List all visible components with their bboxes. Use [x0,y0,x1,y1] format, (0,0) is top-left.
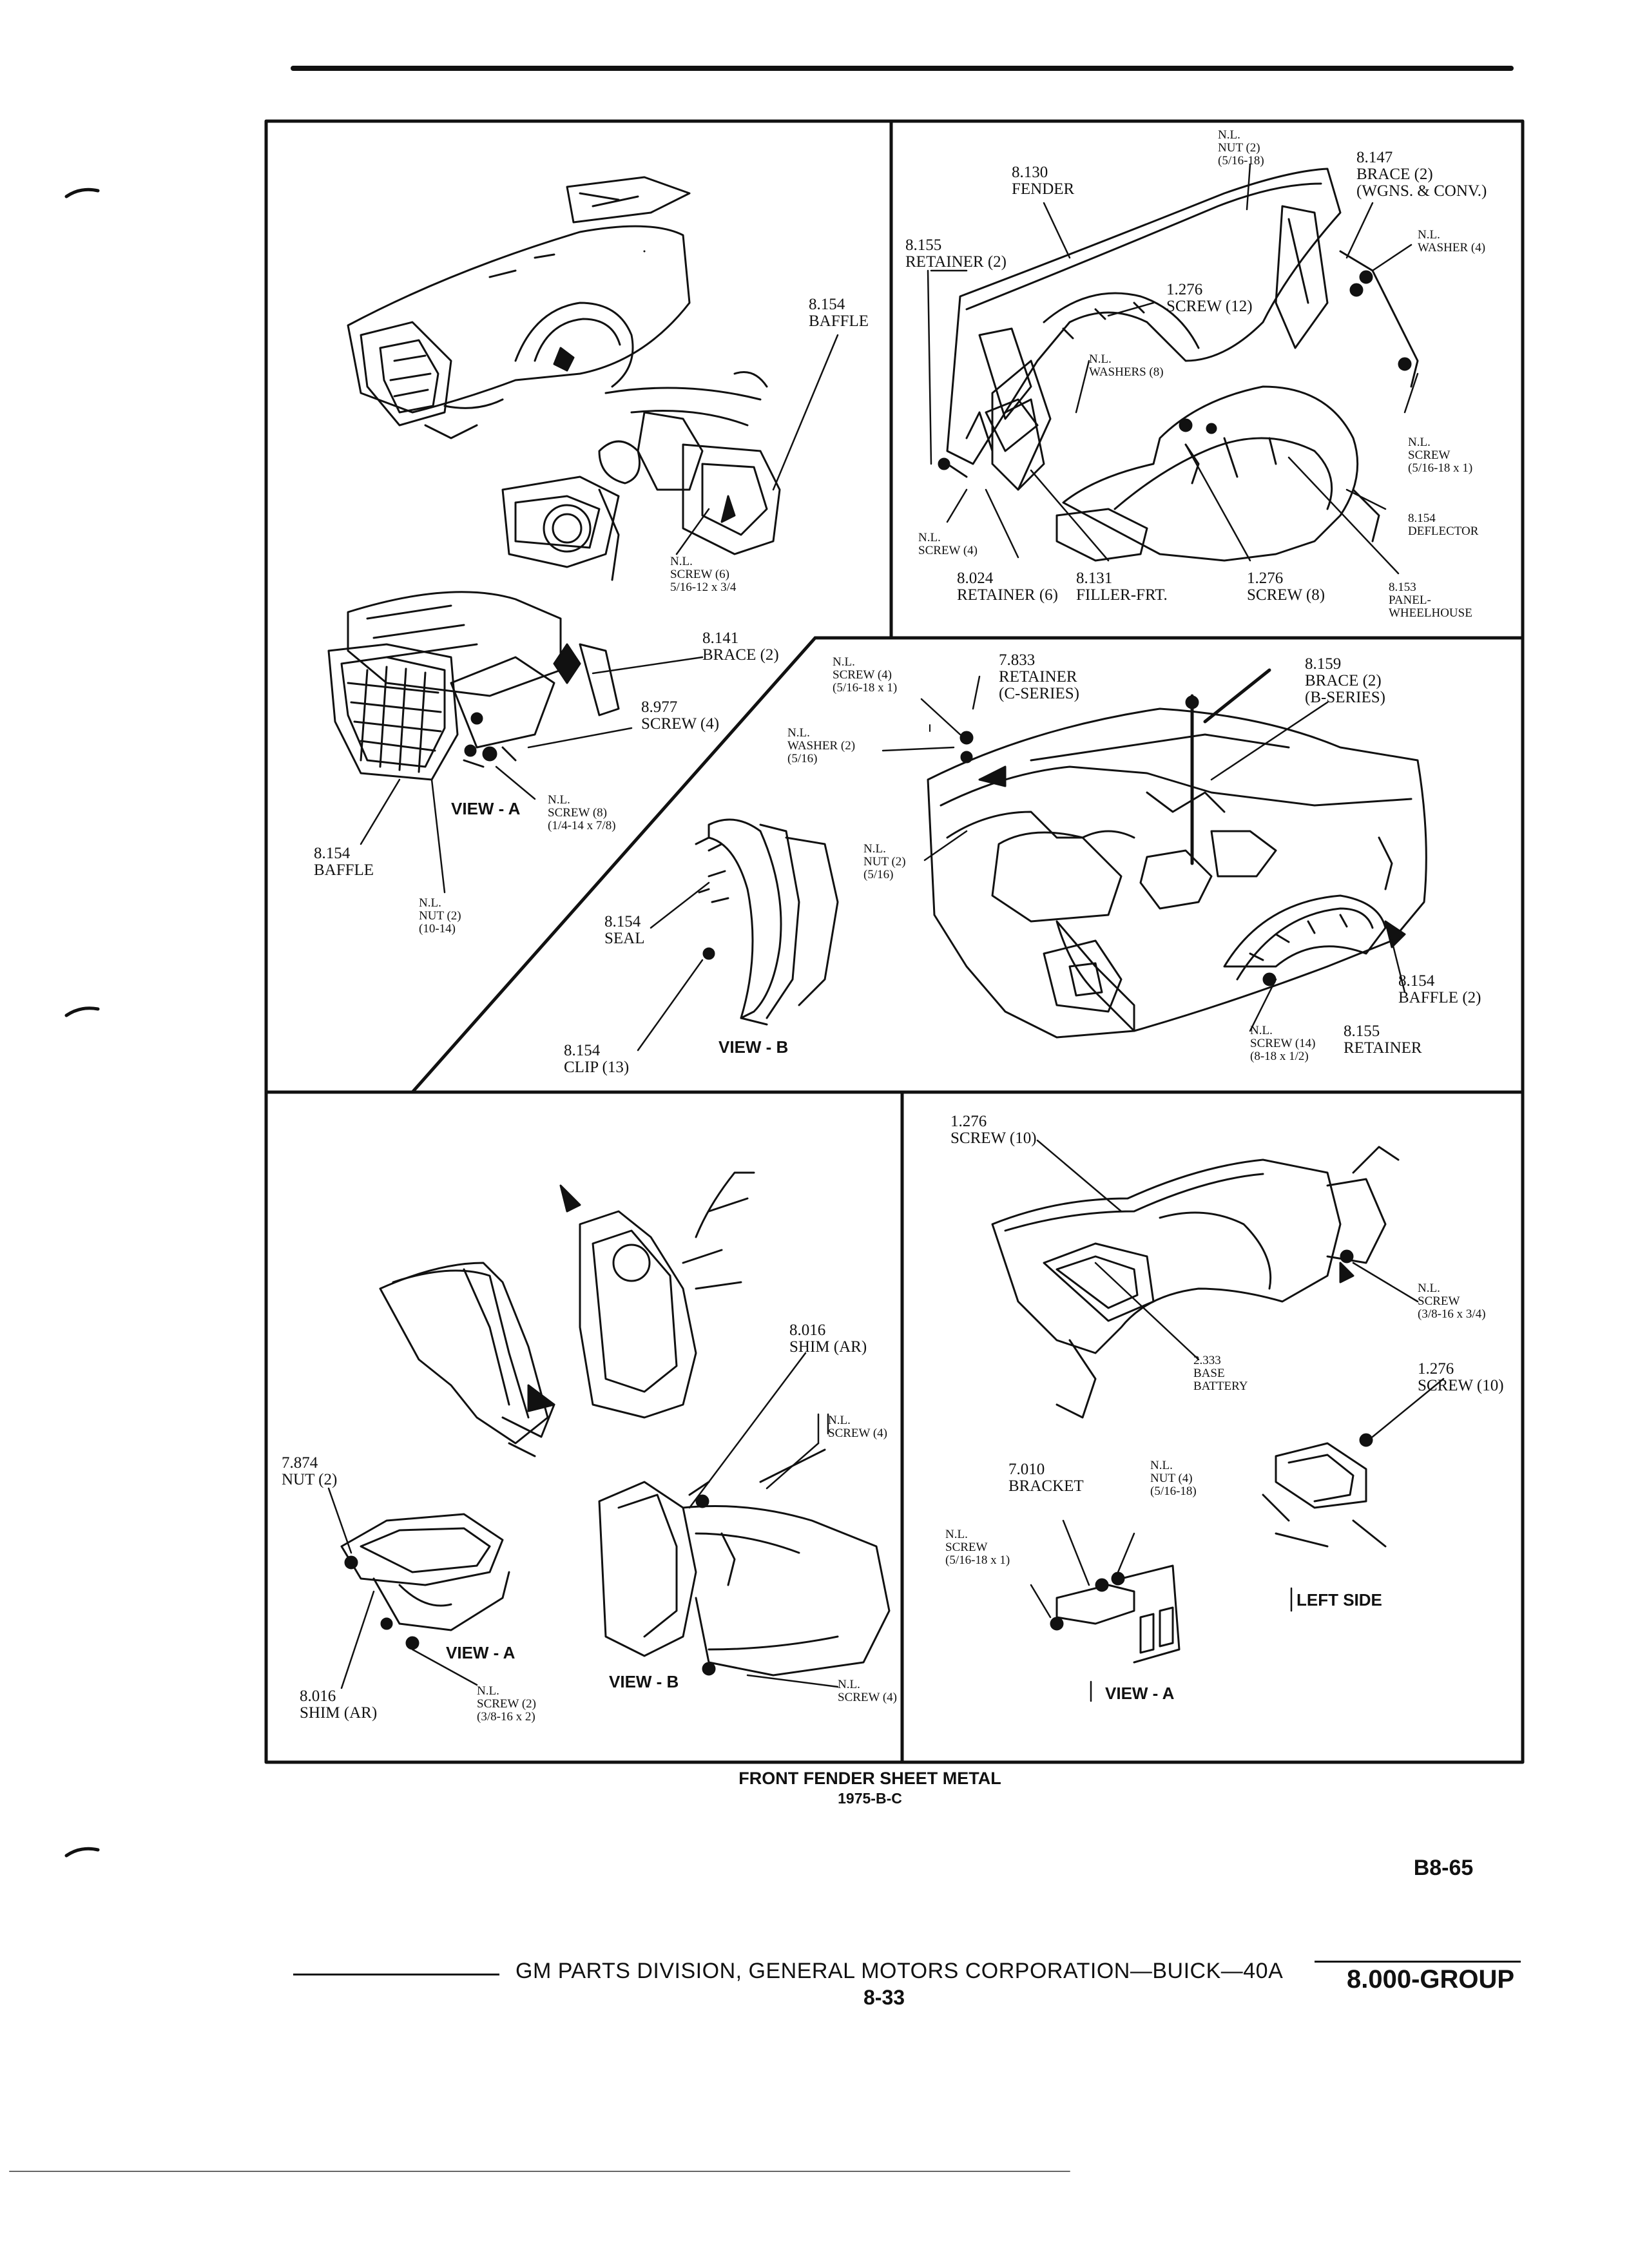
label-view-a-p1: VIEW - A [451,799,521,818]
panel5-leaders [827,1139,1445,1702]
panel1-leaders [360,334,839,894]
label-view-a-p5: VIEW - A [1105,1684,1175,1703]
label-view-b-p3: VIEW - B [718,1037,789,1057]
label-clip-13: 8.154 CLIP (13) [564,1042,630,1076]
label-nut-874: 7.874 NUT (2) [282,1454,338,1488]
label-screw-4-p3: N.L. SCREW (4) (5/16-18 x 1) [833,655,898,695]
label-retainer-024: 8.024 RETAINER (6) [957,570,1058,604]
label-retainer-833: 7.833 RETAINER (C-SERIES) [999,651,1079,702]
label-nut-2-p3: N.L. NUT (2) (5/16) [863,842,906,881]
label-brace-147: 8.147 BRACE (2) (WGNS. & CONV.) [1356,149,1487,200]
label-left-side: LEFT SIDE [1296,1590,1382,1610]
label-screw-5-16-18: N.L. SCREW (5/16-18 x 1) [1408,436,1473,475]
panel3-drawing [695,668,1427,1039]
label-shim-top: 8.016 SHIM (AR) [789,1321,867,1356]
footer-page-number: 8-33 [863,1986,905,2009]
label-shim-bottom: 8.016 SHIM (AR) [300,1687,378,1722]
label-base-battery: 2.333 BASE BATTERY [1193,1354,1248,1393]
label-screw-977: 8.977 SCREW (4) [641,698,720,733]
label-view-a-p4: VIEW - A [446,1643,516,1662]
label-deflector: 8.154 DEFLECTOR [1408,512,1479,538]
panel2-drawing [938,168,1419,562]
label-washers-8: N.L. WASHERS (8) [1089,352,1164,379]
diagram-title: FRONT FENDER SHEET METAL [738,1769,1001,1788]
panel4-leaders [327,1352,839,1689]
label-fender: 8.130 FENDER [1012,164,1075,198]
label-washer-4: N.L. WASHER (4) [1418,228,1486,255]
label-screw-2: N.L. SCREW (2) (3/8-16 x 2) [477,1684,537,1724]
label-screw-4-p2: N.L. SCREW (4) [918,531,978,557]
label-screw-12: 1.276 SCREW (12) [1166,281,1253,315]
label-baffle-top: 8.154 BAFFLE [809,296,869,330]
label-screw-8-p2: 1.276 SCREW (8) [1247,570,1325,604]
label-filler-frt: 8.131 FILLER-FRT. [1076,570,1168,604]
label-view-b-p4: VIEW - B [609,1672,679,1691]
label-panel-wheelhouse: 8.153 PANEL- WHEELHOUSE [1389,581,1472,620]
panel-frames [264,119,1525,1764]
panel3-leaders [637,675,1406,1052]
label-nut-10-14: N.L. NUT (2) (10-14) [419,896,461,936]
panel2-leaders [927,163,1419,575]
label-screw-3-8-16: N.L. SCREW (3/8-16 x 3/4) [1418,1282,1486,1321]
label-washer-2: N.L. WASHER (2) (5/16) [787,726,856,765]
footer-rule-right [1315,1961,1521,1963]
label-screw-10-top: 1.276 SCREW (10) [950,1113,1037,1147]
label-screw-14: N.L. SCREW (14) (8-18 x 1/2) [1250,1024,1316,1063]
label-screw-6: N.L. SCREW (6) 5/16-12 x 3/4 [670,555,737,594]
label-retainer-155: 8.155 RETAINER (2) [905,236,1007,271]
label-nut-4: N.L. NUT (4) (5/16-18) [1150,1459,1197,1498]
label-screw-5-16-18-p5: N.L. SCREW (5/16-18 x 1) [945,1528,1010,1567]
panel5-drawing [991,1146,1400,1664]
footer-group: 8.000-GROUP [1347,1965,1515,1994]
label-brace-159: 8.159 BRACE (2) (B-SERIES) [1305,655,1385,706]
label-seal: 8.154 SEAL [604,913,645,947]
label-screw-4-p4-right: N.L. SCREW (4) [838,1678,898,1704]
binder-hole-marks [64,187,100,1858]
label-screw-10-right: 1.276 SCREW (10) [1418,1360,1504,1394]
page-code: B8-65 [1413,1856,1474,1880]
label-brace-141: 8.141 BRACE (2) [702,629,779,664]
label-screw-8: N.L. SCREW (8) (1/4-14 x 7/8) [548,793,616,832]
label-baffle-2: 8.154 BAFFLE (2) [1398,972,1481,1006]
footer-text: GM PARTS DIVISION, GENERAL MOTORS CORPOR… [516,1959,1284,1983]
label-nut-5-16-18: N.L. NUT (2) (5/16-18) [1218,128,1264,168]
footer-rule-left [293,1974,499,1975]
diagram-subtitle: 1975-B-C [838,1790,902,1807]
panel1-drawing [327,176,781,781]
label-screw-4-p4-top: N.L. SCREW (4) [828,1414,888,1440]
label-baffle-bottom: 8.154 BAFFLE [314,845,374,879]
panel4-drawing [340,1171,891,1677]
label-bracket: 7.010 BRACKET [1008,1461,1084,1495]
label-retainer-155-b: 8.155 RETAINER [1344,1023,1422,1057]
